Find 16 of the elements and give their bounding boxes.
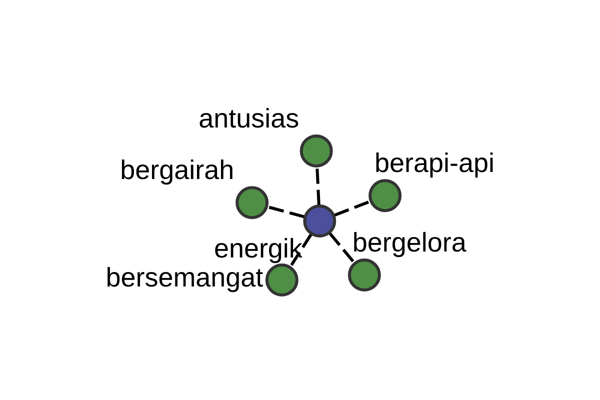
- node-label: energik: [213, 233, 302, 264]
- node-label: bergairah: [120, 154, 234, 185]
- node-circle: [235, 186, 268, 219]
- connector: [334, 199, 371, 216]
- node-circle: [299, 134, 332, 167]
- node-label: bersemangat: [105, 262, 263, 292]
- connector: [328, 232, 356, 264]
- node-circle: [368, 178, 402, 212]
- node-circle: [347, 258, 380, 291]
- node-label: bergelora: [352, 227, 466, 258]
- node-circle: [302, 204, 336, 237]
- connector: [288, 233, 312, 268]
- node-circle: [264, 263, 298, 296]
- node-label: antusias: [198, 103, 299, 134]
- connector: [315, 166, 320, 204]
- node-label: berapi-api: [374, 148, 494, 178]
